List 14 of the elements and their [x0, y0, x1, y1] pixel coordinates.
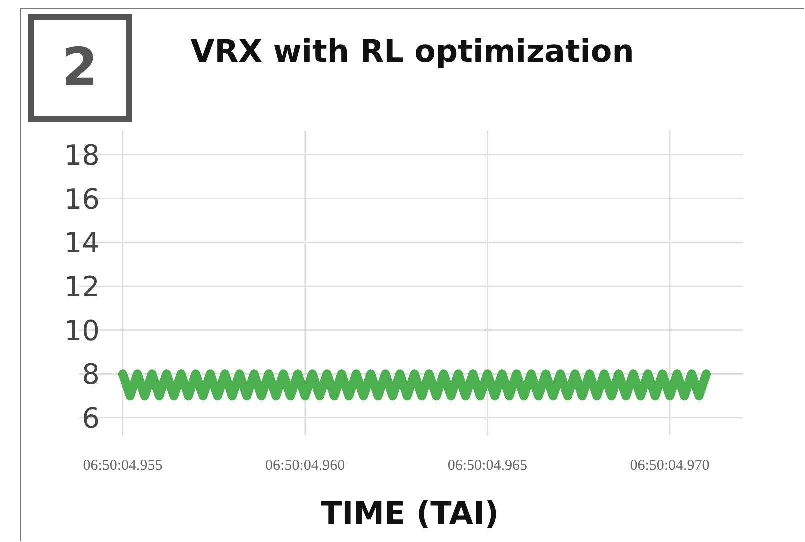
tick-label: 12 — [64, 270, 100, 304]
tick-label: 10 — [64, 314, 100, 348]
axis-title: TIME (TAI) — [320, 496, 500, 532]
tick-label: 16 — [64, 182, 100, 216]
tick-label: 8 — [82, 358, 100, 392]
tick-label: 06:50:04.955 — [83, 458, 163, 474]
tick-label: 14 — [64, 226, 100, 260]
tick-label: 6 — [82, 402, 100, 435]
tick-label: 06:50:04.965 — [448, 458, 528, 474]
panel-number: 2 — [28, 14, 132, 122]
chart-title: VRX with RL optimization — [190, 34, 636, 70]
tick-label: 06:50:04.970 — [630, 458, 710, 474]
tick-label: 18 — [64, 139, 100, 172]
tick-label: 06:50:04.960 — [266, 458, 346, 474]
